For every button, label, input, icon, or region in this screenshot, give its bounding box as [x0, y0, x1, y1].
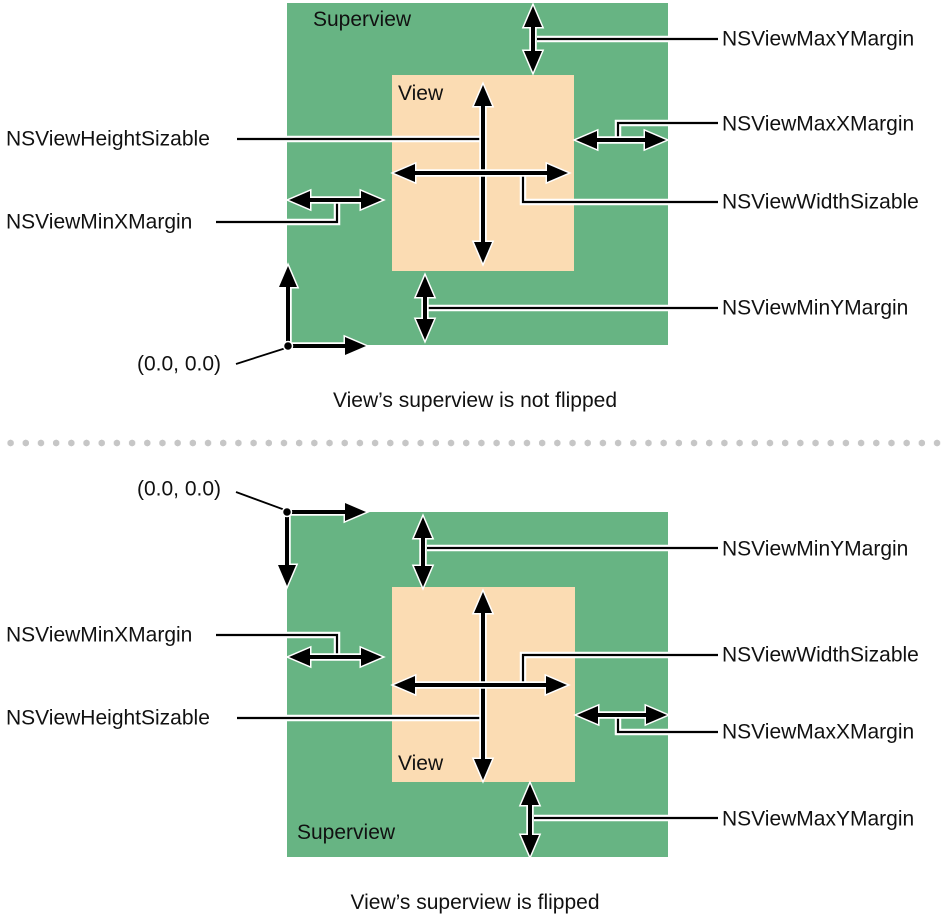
label-max-y-margin-top: NSViewMaxYMargin — [722, 27, 915, 51]
caption-top: View’s superview is not flipped — [332, 389, 618, 412]
origin-label-bottom: (0.0, 0.0) — [137, 477, 222, 501]
label-min-y-margin-top: NSViewMinYMargin — [722, 296, 909, 320]
caption-bottom: View’s superview is flipped — [350, 891, 600, 914]
view-label-bottom: View — [398, 752, 444, 775]
label-min-x-margin-top: NSViewMinXMargin — [6, 210, 193, 234]
label-max-x-margin-bottom: NSViewMaxXMargin — [722, 720, 915, 744]
label-height-sizable-top: NSViewHeightSizable — [6, 127, 210, 151]
label-min-y-margin-bottom: NSViewMinYMargin — [722, 537, 909, 561]
label-min-x-margin-bottom: NSViewMinXMargin — [6, 623, 193, 647]
superview-label-top: Superview — [313, 8, 412, 31]
label-height-sizable-bottom: NSViewHeightSizable — [6, 706, 210, 730]
origin-label-top: (0.0, 0.0) — [137, 352, 222, 376]
label-width-sizable-bottom: NSViewWidthSizable — [722, 643, 919, 667]
dotted-divider — [3, 436, 947, 450]
view-label-top: View — [398, 82, 444, 105]
label-max-x-margin-top: NSViewMaxXMargin — [722, 112, 915, 136]
label-width-sizable-top: NSViewWidthSizable — [722, 190, 919, 214]
superview-label-bottom: Superview — [297, 821, 396, 844]
label-max-y-margin-bottom: NSViewMaxYMargin — [722, 807, 915, 831]
